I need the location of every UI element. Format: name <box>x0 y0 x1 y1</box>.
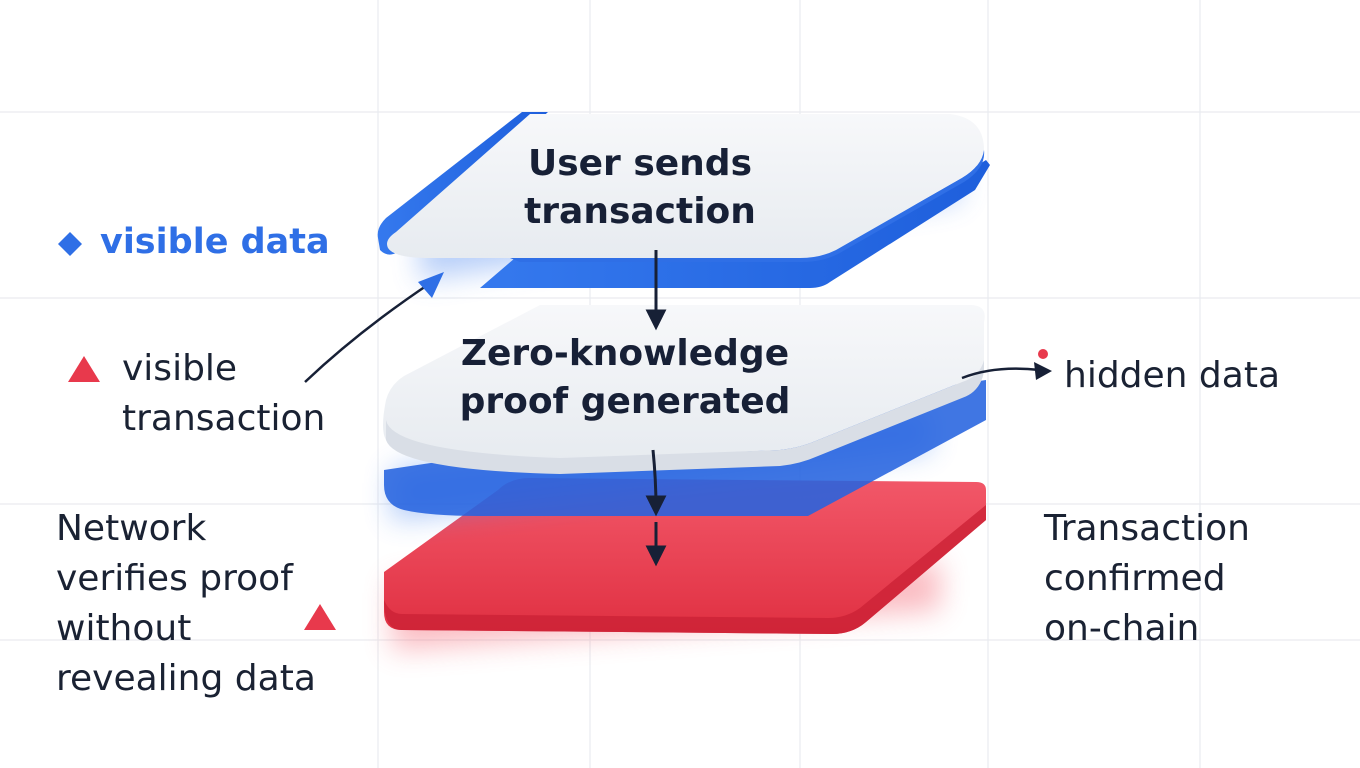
arrow-hidden-head <box>1034 362 1052 380</box>
arrow-hidden-data <box>961 367 1041 380</box>
label-transaction-confirmed: Transaction confirmed on-chain <box>1044 508 1250 649</box>
layer-middle-label: Zero-knowledge proof generated <box>459 333 791 422</box>
red-triangle-icon <box>68 356 100 382</box>
arrow-middle-to-bottom <box>645 449 667 517</box>
label-hidden-data: hidden data <box>1064 355 1281 396</box>
red-dot-icon <box>1038 349 1048 359</box>
red-triangle-icon-small <box>304 604 336 630</box>
blue-diamond-icon <box>58 232 82 256</box>
label-network-verifies: Network verifies proof without revealing… <box>56 508 316 699</box>
layer-middle-white <box>383 305 985 474</box>
layer-top-label: User sends transaction <box>524 143 756 232</box>
layer-top <box>377 112 990 288</box>
layer-bottom-red <box>384 478 986 650</box>
label-visible-transaction: visible transaction <box>122 348 326 439</box>
legend-visible-data: visible data <box>100 222 330 262</box>
arrow-visible-transaction <box>304 280 433 383</box>
arrow-head-blue <box>418 272 444 298</box>
